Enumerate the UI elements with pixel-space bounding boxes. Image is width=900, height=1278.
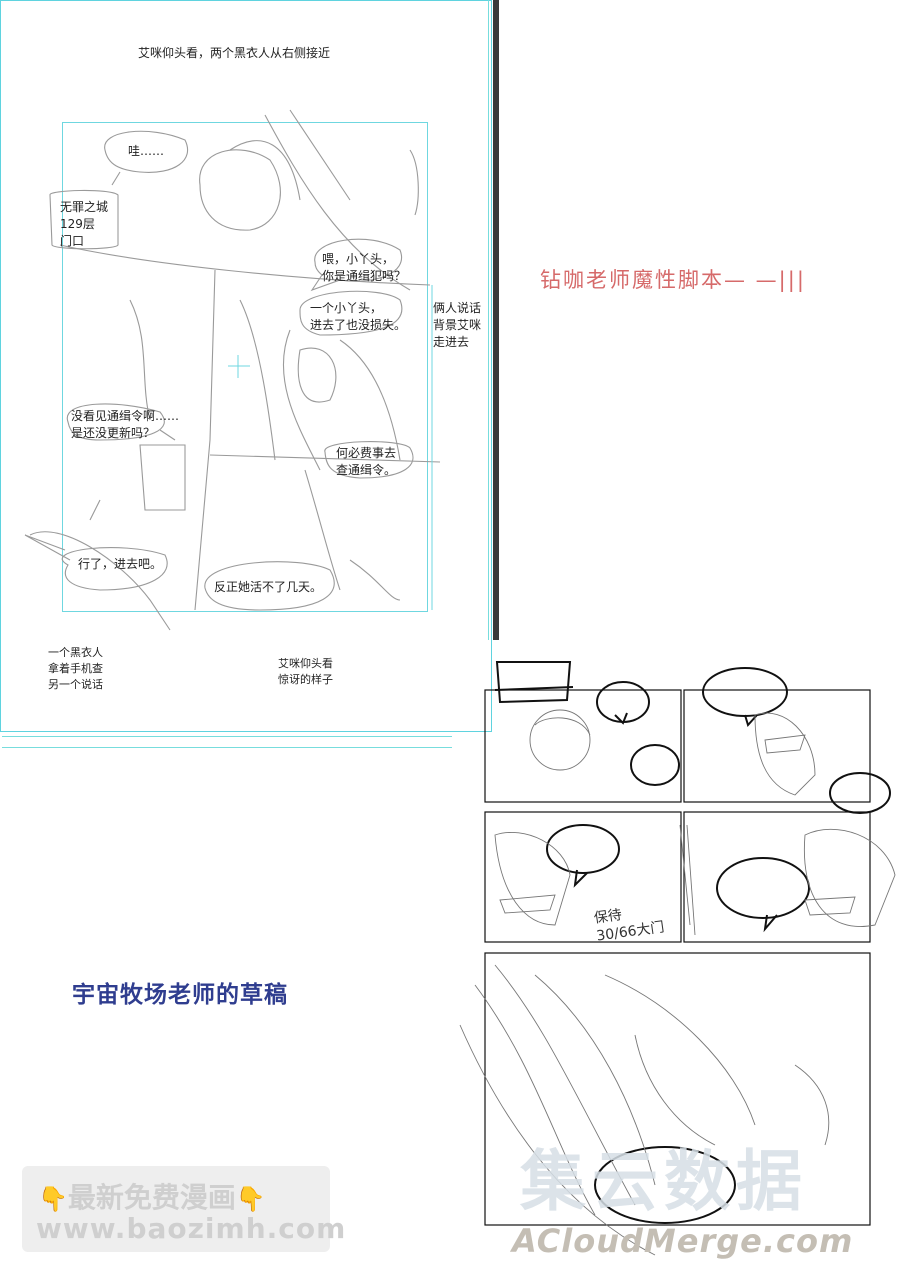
divider-bar [493,0,499,640]
speech-bubble-little-girl: 一个小丫头， 进去了也没损失。 [310,301,407,332]
storyboard-panel-2 [683,689,871,803]
pointing-hand-icon: 👇 [38,1185,68,1213]
speech-bubble-wont-live: 反正她活不了几天。 [214,580,323,594]
storyboard-svg [459,661,896,1256]
red-caption: 钻咖老师魔性脚本— —||| [540,268,806,292]
storyboard-panel-5 [484,952,871,1226]
speech-bubble-go-in: 行了，进去吧。 [78,557,163,571]
bottom-left-note: 一个黑衣人 拿着手机查 另一个说话 [48,646,103,691]
scene-note: 艾咪仰头看，两个黑衣人从右侧接近 [138,46,331,60]
watermark-line2[interactable]: www.baozimh.com [36,1212,347,1245]
location-caption: 无罪之城 129层 门口 [60,200,109,248]
watermark-big-en: ACloudMerge.com [512,1222,854,1260]
pointing-hand-icon: 👇 [235,1185,266,1213]
watermark-box [22,1166,330,1252]
blue-caption: 宇宙牧场老师的草稿 [72,982,288,1008]
watermark-big-cn: 集云数据 [520,1143,808,1220]
pencil-sketch [24,109,441,631]
bottom-right-note: 艾咪仰头看 惊讶的样子 [278,657,333,686]
speech-bubble-why-bother: 何必费事去 查通缉令。 [336,446,397,477]
speech-bubble-hey: 喂，小丫头， 你是通缉犯吗？ [322,252,407,283]
watermark-line1: 👇最新免费漫画👇 [38,1176,266,1216]
speech-bubble-wa: 哇…… [128,144,165,158]
side-note: 俩人说话 背景艾咪 走进去 [433,301,482,349]
storyboard-sketch [455,645,900,1274]
storyboard-panel-4 [683,811,871,943]
panel-frame [62,122,428,612]
watermark-line1-text: 最新免费漫画 [67,1181,236,1214]
page-edge [2,736,452,748]
storyboard-panel-1 [484,689,682,803]
speech-bubble-no-warrant: 没看见通缉令啊…… 是还没更新吗？ [71,409,180,440]
storyboard-panel-3 [484,811,682,943]
page-guide-line [488,0,489,640]
